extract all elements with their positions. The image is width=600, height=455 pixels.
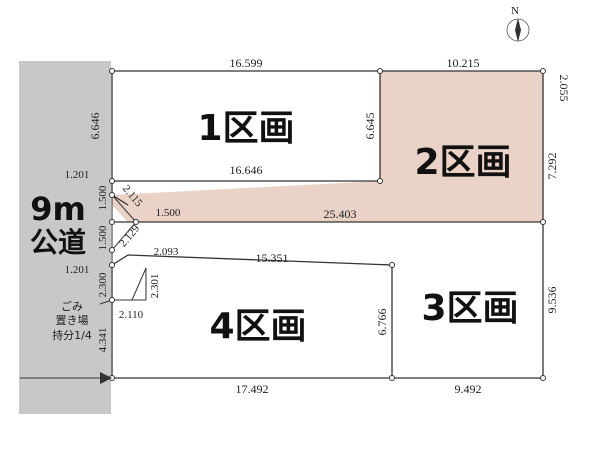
north-label: N xyxy=(511,5,519,17)
dim-lot4-top: 15.351 xyxy=(256,251,289,265)
road-name-label: 公道 xyxy=(30,226,86,259)
dim-right-top: 2.055 xyxy=(557,75,571,102)
road-width-label: 9m xyxy=(30,190,86,228)
dim-inner-2110: 2.110 xyxy=(119,309,144,321)
dim-lot1-right: 6.645 xyxy=(363,113,377,140)
dim-left-2300: 2.300 xyxy=(97,272,109,297)
garbage-note-1: ごみ xyxy=(61,299,83,313)
dim-corner-flag: 1.500 xyxy=(156,207,181,219)
dim-lot3-right: 9.536 xyxy=(545,287,559,314)
dim-lot4-right: 6.766 xyxy=(375,309,389,336)
dim-corner-diag-bottom: 2.129 xyxy=(117,222,142,249)
dim-inner-2301: 2.301 xyxy=(149,274,161,299)
garbage-area xyxy=(112,267,147,301)
lot1-label: 1区画 xyxy=(197,108,294,149)
dim-lot1-bottom: 16.646 xyxy=(230,163,263,177)
lot4-label: 4区画 xyxy=(209,306,306,347)
garbage-note-2: 置き場 xyxy=(56,314,89,327)
lot4-boundary xyxy=(111,254,393,378)
north-arrow-icon: N xyxy=(506,5,530,42)
dim-lot1-left: 6.646 xyxy=(88,113,102,140)
public-road xyxy=(19,61,111,414)
dim-flag-left: 1.500 xyxy=(97,185,109,210)
lot2-label: 2区画 xyxy=(414,142,511,183)
dim-top-lot1: 16.599 xyxy=(230,56,263,70)
dim-bottom-lot3: 9.492 xyxy=(455,382,482,396)
lot2-area xyxy=(112,71,543,222)
dim-lot2-right: 7.292 xyxy=(545,153,559,180)
dim-flag-bottom: 25.403 xyxy=(324,207,357,221)
survey-points xyxy=(109,68,546,381)
dim-left-15: 1.500 xyxy=(97,225,109,250)
dim-bottom-lot4: 17.492 xyxy=(236,382,269,396)
dim-top-lot2: 10.215 xyxy=(447,56,480,70)
dim-road-bottom: 1.201 xyxy=(65,264,90,276)
dim-road-top: 1.201 xyxy=(65,169,90,181)
lot1-boundary xyxy=(111,71,381,182)
entry-arrow-icon xyxy=(100,372,112,384)
corner-cut-upper xyxy=(111,194,137,223)
lot3-label: 3区画 xyxy=(421,288,518,329)
dim-left-4341: 4.341 xyxy=(97,328,109,353)
dim-cut-top: 2.093 xyxy=(154,246,179,258)
corner-cut-lower xyxy=(111,221,137,251)
garbage-note-3: 持分1/4 xyxy=(52,328,92,342)
